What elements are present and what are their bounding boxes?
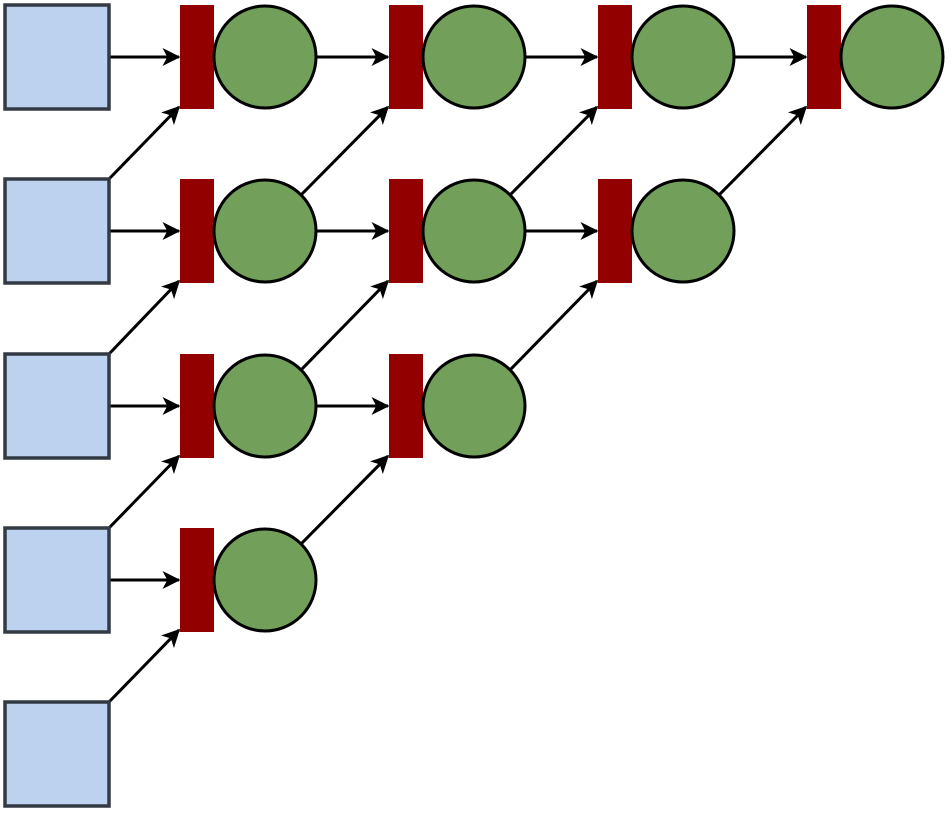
bar-c2-r1 [389, 5, 423, 109]
edge-d-c3-r1 [508, 105, 599, 196]
node-c1-r4 [212, 527, 318, 633]
node-c1-r2 [212, 178, 318, 284]
bar-c2-r3 [389, 354, 423, 458]
edge-d-c2-r3 [299, 454, 390, 545]
input-square-3 [3, 352, 111, 460]
bar-c1-r1 [180, 5, 214, 109]
edge-d-c1-r3 [107, 454, 181, 530]
edge-d-c1-r2 [107, 279, 181, 356]
node-c2-r3 [421, 353, 527, 459]
bar-c1-r3 [180, 354, 214, 458]
bar-c4-r1 [807, 5, 841, 109]
input-square-4 [3, 526, 111, 634]
node-c1-r3 [212, 353, 318, 459]
bar-c3-r2 [598, 179, 632, 283]
inputs-layer [3, 3, 111, 808]
node-c4-r1 [839, 4, 945, 110]
node-c2-r2 [421, 178, 527, 284]
bar-c2-r2 [389, 179, 423, 283]
input-square-1 [3, 3, 111, 111]
edge-d-c1-r1 [107, 105, 181, 181]
cells-layer [180, 4, 945, 633]
edge-d-c2-r1 [299, 105, 390, 196]
edge-d-c2-r2 [299, 279, 390, 371]
edge-d-c1-r4 [107, 628, 181, 704]
node-c3-r2 [630, 178, 736, 284]
input-square-2 [3, 177, 111, 285]
edge-d-c4-r1 [717, 105, 808, 196]
bar-c3-r1 [598, 5, 632, 109]
input-square-5 [3, 700, 111, 808]
node-c2-r1 [421, 4, 527, 110]
bar-c1-r2 [180, 179, 214, 283]
node-c3-r1 [630, 4, 736, 110]
edges-layer [107, 48, 808, 704]
edge-d-c3-r2 [508, 279, 599, 371]
node-c1-r1 [212, 4, 318, 110]
bar-c1-r4 [180, 528, 214, 632]
